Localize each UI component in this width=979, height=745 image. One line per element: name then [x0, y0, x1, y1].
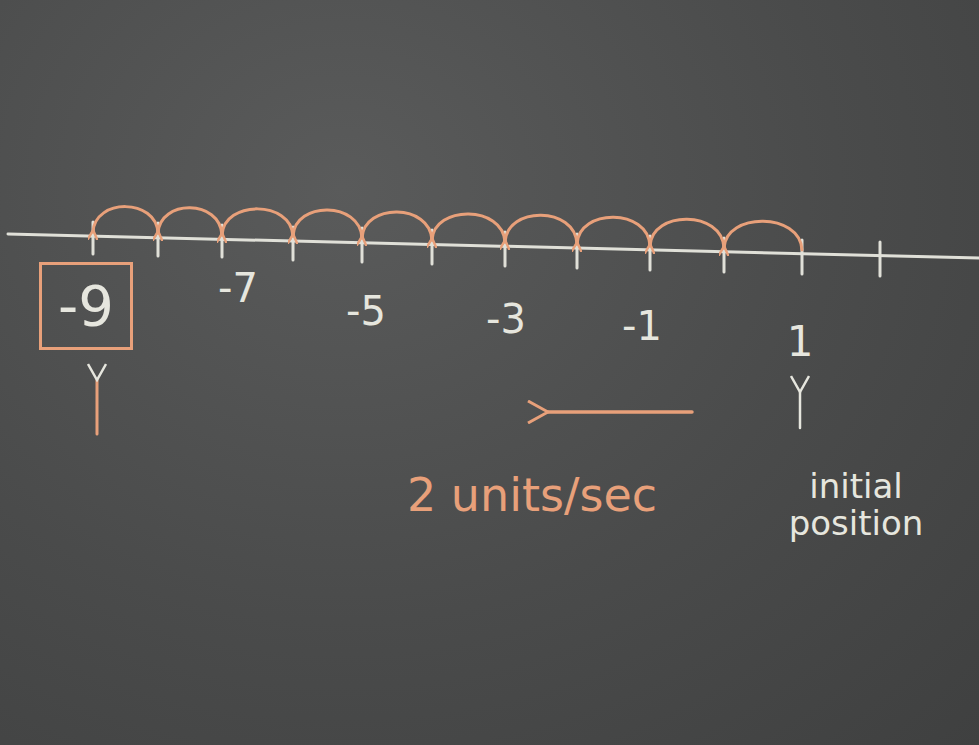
number-line	[8, 222, 979, 276]
jump-arc	[93, 207, 158, 233]
start-arrow	[799, 392, 802, 428]
answer-value: -9	[58, 275, 114, 337]
start-note: initial position	[756, 468, 956, 543]
jump-arc	[650, 219, 724, 248]
jump-arc	[293, 210, 362, 238]
tick-label: -3	[486, 297, 526, 341]
jump-arcs	[93, 207, 802, 250]
jump-arc	[158, 208, 222, 235]
speed-label: 2 units/sec	[407, 470, 657, 521]
tick-label: 1	[787, 319, 814, 365]
tick-label: -5	[346, 289, 386, 333]
jump-arc	[505, 215, 577, 244]
axis-line	[8, 234, 979, 258]
jump-arc	[577, 217, 650, 246]
result-arrow	[96, 380, 99, 434]
jump-arc	[724, 221, 802, 250]
jump-arc	[222, 209, 293, 236]
answer-box: -9	[39, 262, 133, 350]
tick-label: -7	[218, 266, 258, 310]
tick	[879, 242, 882, 276]
direction-arrow	[548, 410, 692, 414]
tick-label: -1	[622, 304, 662, 348]
jump-arc	[362, 212, 432, 240]
jump-arc	[432, 214, 505, 242]
